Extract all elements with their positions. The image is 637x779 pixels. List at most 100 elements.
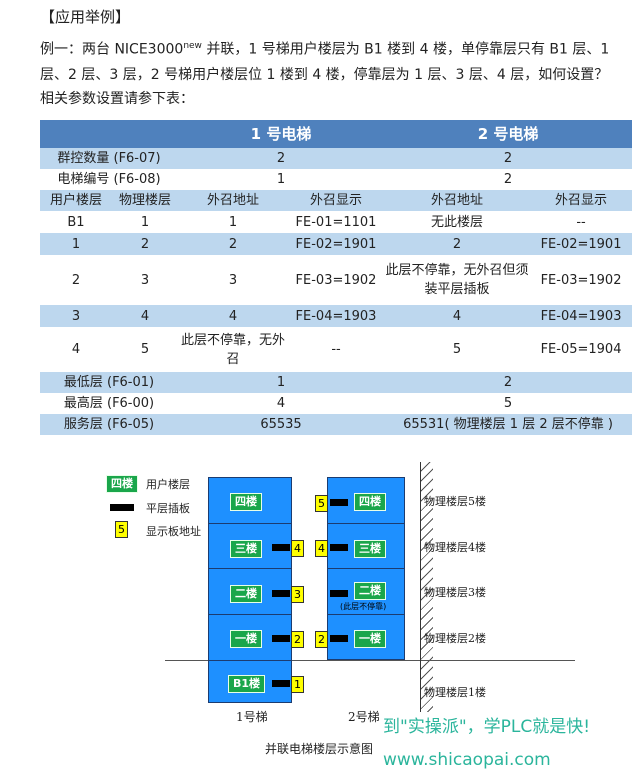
cell: FE-01=1101: [295, 214, 377, 230]
param-e1: 4: [276, 396, 286, 411]
table-row: 电梯编号 (F6-08) 1 2: [40, 169, 632, 190]
cell: 2: [178, 233, 288, 255]
param-e1: 1: [276, 172, 286, 187]
table-row: 群控数量 (F6-07) 2 2: [40, 148, 633, 169]
floor-divider: [208, 523, 292, 524]
ground-line: [165, 660, 575, 661]
param-e1: 65535: [178, 414, 385, 435]
cell: 5: [452, 342, 462, 357]
cell: 4: [112, 305, 178, 327]
e1-plate: [272, 590, 290, 597]
physical-floor-label: 物理楼层1楼: [424, 686, 486, 699]
cell: 2: [384, 233, 531, 255]
param-label: 电梯编号 (F6-08): [57, 172, 161, 187]
legend-address: 显示板地址: [146, 525, 201, 538]
legend-plate: 平层插板: [146, 502, 190, 515]
cell: FE-05=1904: [540, 342, 622, 357]
header-elevator-2: 2 号电梯: [384, 120, 633, 148]
cell: --: [331, 342, 341, 357]
col-call-display-1: 外召显示: [288, 190, 385, 211]
col-call-address-1: 外召地址: [178, 190, 288, 211]
physical-floor-label: 物理楼层3楼: [424, 586, 486, 599]
cell: 1: [140, 214, 150, 230]
e1-address: 4: [291, 540, 304, 557]
cell: 5: [140, 342, 150, 357]
example-superscript: new: [183, 41, 202, 51]
e1-plate: [272, 544, 290, 551]
cell: FE-03=1902: [540, 272, 622, 288]
param-e1: 1: [178, 372, 385, 393]
param-label: 最高层 (F6-00): [63, 396, 155, 411]
physical-floor-label: 物理楼层4楼: [424, 541, 486, 554]
cell: FE-02=1901: [288, 233, 385, 255]
floor-divider: [208, 660, 292, 661]
physical-floor-label: 物理楼层2楼: [424, 632, 486, 645]
e1-floor-tag: 三楼: [230, 540, 262, 558]
e1-floor-tag: B1楼: [228, 675, 266, 693]
cell: FE-03=1902: [295, 272, 377, 288]
table-header-row: 1 号电梯 2 号电梯: [40, 120, 633, 148]
e1-floor-tag: 二楼: [230, 585, 262, 603]
table-row: 最高层 (F6-00) 4 5: [40, 393, 632, 414]
table-row: B1 1 1 FE-01=1101 无此楼层 --: [40, 211, 632, 233]
e2-plate: [330, 499, 348, 506]
section-heading: 【应用举例】: [40, 8, 131, 26]
e2-no-stop-note: (此层不停靠): [340, 602, 387, 611]
legend-floor-tag: 四楼: [106, 475, 138, 493]
param-e2: 2: [384, 148, 633, 169]
column-header-row: 用户楼层 物理楼层 外召地址 外召显示 外召地址 外召显示: [40, 190, 633, 211]
e1-floor-tag: 四楼: [230, 493, 262, 511]
example-prefix: 例一：两台 NICE3000: [40, 41, 184, 58]
col-call-display-2: 外召显示: [530, 190, 633, 211]
legend-address-icon: 5: [115, 521, 128, 538]
header-elevator-1: 1 号电梯: [178, 120, 385, 148]
table-row: 服务层 (F6-05) 65535 65531( 物理楼层 1 层 2 层不停靠…: [40, 414, 633, 435]
cell: 此层不停靠，无外召: [180, 332, 285, 367]
e2-plate: [330, 544, 348, 551]
e1-address: 3: [291, 586, 304, 603]
physical-floor-label: 物理楼层5楼: [424, 495, 486, 508]
watermark-url: www.shicaopai.com: [383, 750, 551, 770]
table-row: 2 3 3 FE-03=1902 此层不停靠，无外召但须装平层插板 FE-03=…: [40, 255, 632, 305]
cell: FE-02=1901: [530, 233, 633, 255]
e1-plate: [272, 635, 290, 642]
e2-address: 2: [315, 631, 328, 648]
e2-floor-tag: 一楼: [354, 630, 386, 648]
param-e1: 2: [178, 148, 385, 169]
cell: 4: [178, 305, 288, 327]
col-call-address-2: 外召地址: [384, 190, 531, 211]
param-e2: 2: [384, 372, 633, 393]
col-physical-floor: 物理楼层: [112, 190, 178, 211]
header-blank: [40, 120, 178, 148]
cell: 3: [228, 272, 238, 288]
cell: 4: [71, 342, 81, 357]
e1-address: 1: [291, 676, 304, 693]
e2-floor-tag: 三楼: [354, 540, 386, 558]
e2-plate: [330, 635, 348, 642]
parameter-table: 1 号电梯 2 号电梯 群控数量 (F6-07) 2 2 电梯编号 (F6-08…: [40, 120, 633, 435]
e1-plate: [272, 680, 290, 687]
param-e2: 65531( 物理楼层 1 层 2 层不停靠 ): [384, 414, 633, 435]
e1-floor-tag: 一楼: [230, 630, 262, 648]
diagram-caption: 并联电梯楼层示意图: [265, 742, 374, 756]
elevator-1-label: 1号梯: [236, 710, 268, 724]
wall-hatching: [421, 462, 433, 712]
table-row: 1 2 2 FE-02=1901 2 FE-02=1901: [40, 233, 633, 255]
cell: 无此楼层: [431, 214, 484, 230]
floor-divider: [208, 568, 292, 569]
cell: FE-04=1903: [530, 305, 633, 327]
floor-divider: [327, 614, 405, 615]
floor-divider: [208, 614, 292, 615]
cell: FE-04=1903: [288, 305, 385, 327]
cell: 2: [71, 272, 81, 288]
param-label: 群控数量 (F6-07): [40, 148, 178, 169]
cell: 2: [112, 233, 178, 255]
col-user-floor: 用户楼层: [40, 190, 112, 211]
cell: 1: [40, 233, 112, 255]
floor-divider: [327, 568, 405, 569]
cell: 3: [140, 272, 150, 288]
table-row: 最低层 (F6-01) 1 2: [40, 372, 633, 393]
e2-floor-tag: 四楼: [354, 493, 386, 511]
cell: 此层不停靠，无外召但须装平层插板: [385, 263, 529, 297]
e2-floor-tag: 二楼: [354, 582, 386, 600]
